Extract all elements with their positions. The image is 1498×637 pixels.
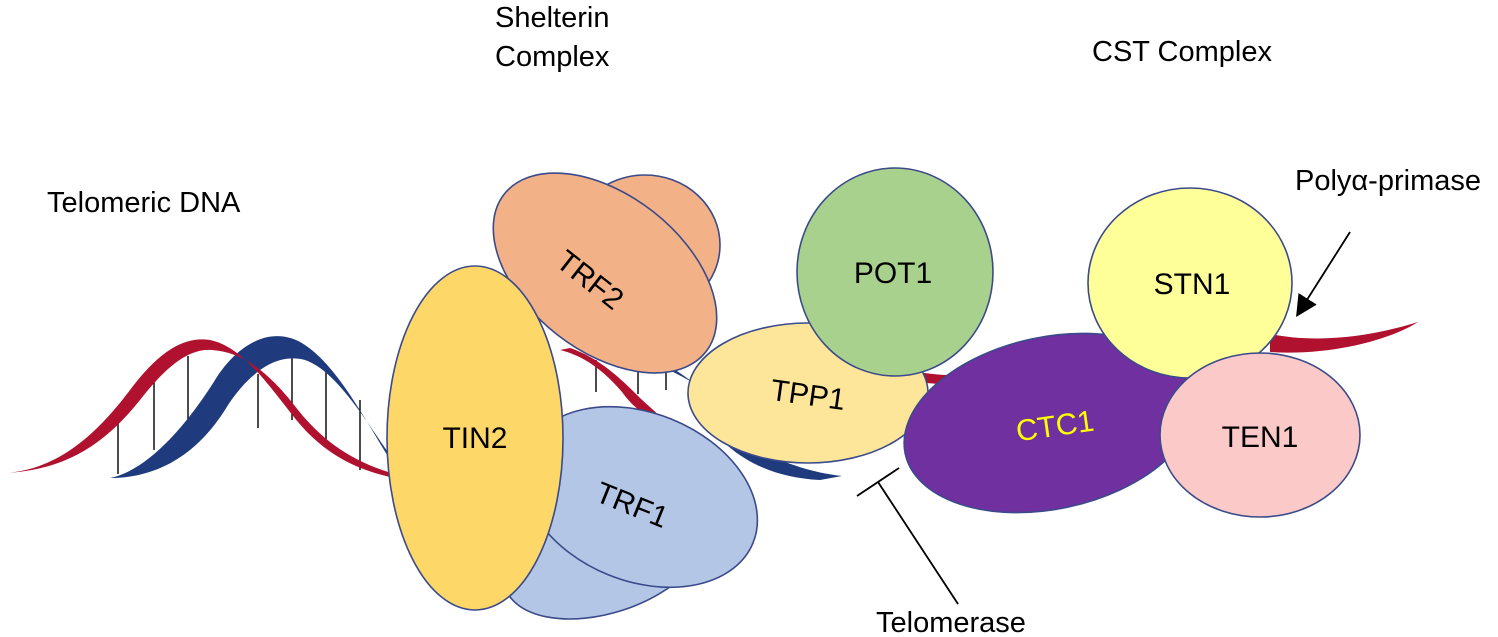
ten1-label: TEN1: [1222, 421, 1299, 454]
ten1-protein: TEN1: [1159, 352, 1361, 518]
dna-red-strand-middle: [560, 348, 662, 419]
telomerase-inhibition-line: [856, 467, 959, 605]
trf1-protein: TRF1: [502, 405, 759, 620]
shelterin-label-line2: Complex: [495, 41, 610, 73]
stn1-protein: STN1: [1087, 187, 1293, 379]
pol-primase-label: Polyα-primase: [1295, 165, 1481, 197]
trf2-protein: TRF2: [492, 172, 721, 374]
telomeric-dna-label: Telomeric DNA: [47, 187, 241, 219]
tin2-protein: TIN2: [386, 265, 564, 611]
dna-red-strand-tail: [1270, 322, 1418, 353]
dna-blue-strand: [110, 336, 402, 478]
tin2-label: TIN2: [442, 422, 507, 455]
shelterin-label-line1: Shelterin: [495, 2, 609, 34]
pot1-label: POT1: [854, 257, 932, 290]
dna-red-strand: [5, 339, 395, 478]
stn1-label: STN1: [1154, 268, 1231, 301]
cst-complex-label: CST Complex: [1092, 36, 1272, 68]
pot1-protein: POT1: [796, 167, 994, 377]
pol-primase-arrow: [1296, 231, 1351, 318]
telomerase-label: Telomerase: [876, 607, 1026, 637]
